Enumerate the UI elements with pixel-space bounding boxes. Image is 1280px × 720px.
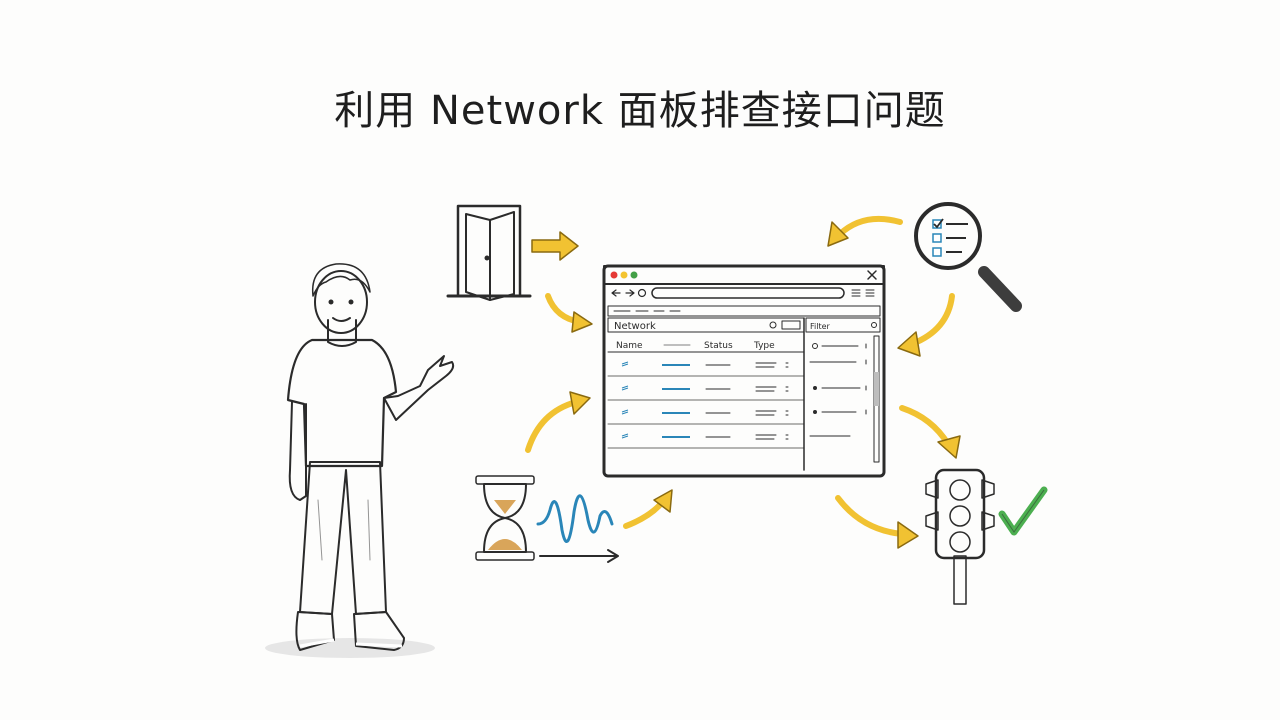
yellow-light [949,505,971,527]
panel-title: Network [614,321,656,332]
back-icon [611,289,621,297]
magnifier-checklist-icon [914,202,1022,312]
reload-icon [637,288,647,298]
request-row [607,385,805,401]
forward-icon [625,289,635,297]
request-row [607,433,805,449]
arrow-browser-to-light-lower [835,495,919,549]
browser-window: Network Filter Name Status Type [602,264,886,478]
request-row [607,409,805,425]
column-type: Type [753,341,775,351]
request-row [607,361,805,377]
shirt [286,338,398,468]
minimize-dot [620,271,628,279]
hourglass-icon [475,475,535,561]
maximize-dot [630,271,638,279]
side-panel-list [809,335,880,463]
arrow-door-to-browser [531,231,579,261]
arrow-magnifier-to-browser [827,215,903,247]
close-dot [610,271,618,279]
side-panel-title: Filter [810,322,831,331]
traffic-light-icon [925,468,995,605]
red-light [949,479,971,501]
green-light [949,531,971,553]
person-illustration [265,263,455,658]
window-close-icon [867,270,877,280]
waveform-icon [536,494,619,563]
arrow-magnifier-down [897,293,955,357]
arrow-hourglass-up [525,391,591,453]
arrow-door-down [545,293,593,333]
address-bar [651,287,845,299]
door-icon [446,204,532,301]
page-title: 利用 Network 面板排查接口问题 [334,88,946,134]
arrow-wave-to-browser [623,489,673,529]
checkmark-icon [998,486,1048,536]
column-name: Name [616,341,643,351]
column-status: Status [704,341,733,351]
arrow-browser-to-light-upper [899,405,961,459]
